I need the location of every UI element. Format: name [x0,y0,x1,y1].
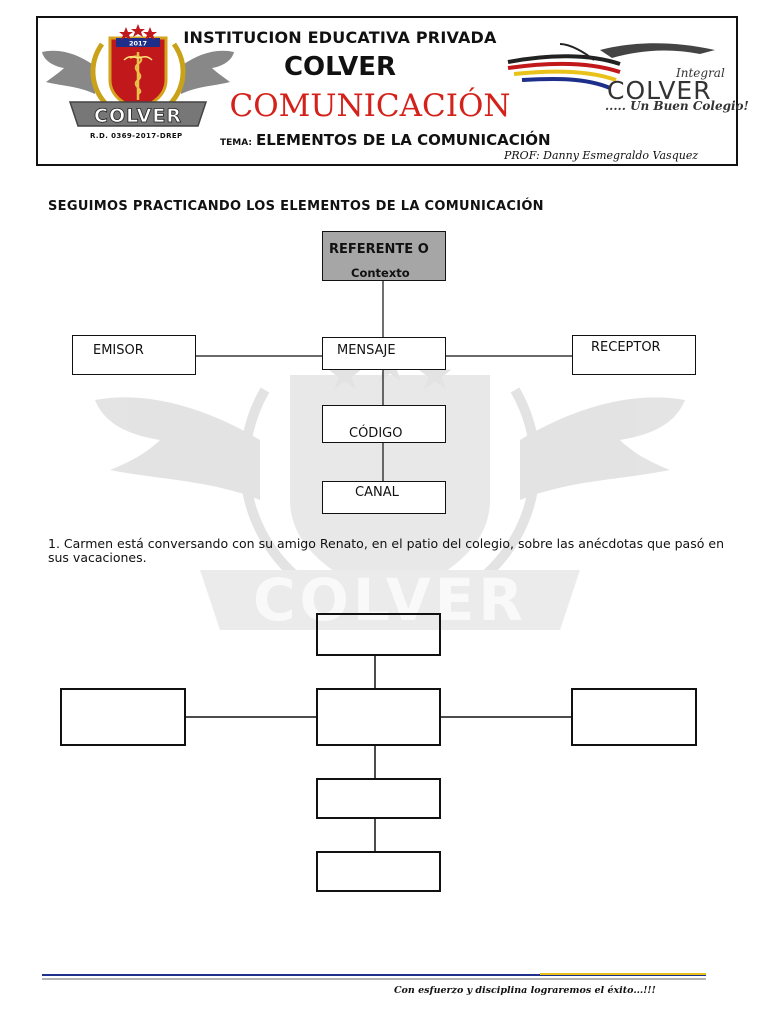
professor-name: PROF: Danny Esmegraldo Vasquez [504,149,699,162]
blank-box-receptor[interactable] [571,688,697,746]
subject-title: COMUNICACIÓN [229,88,511,124]
codigo-box: CÓDIGO [322,405,446,443]
institution-name: INSTITUCION EDUCATIVA PRIVADA [183,28,497,47]
logo-colver-text: COLVER [607,76,712,105]
canal-label: CANAL [355,485,399,500]
codigo-label: CÓDIGO [349,426,403,441]
section-title: SEGUIMOS PRACTICANDO LOS ELEMENTOS DE LA… [48,199,544,214]
emisor-box: EMISOR [72,335,196,375]
blank-box-codigo[interactable] [316,778,441,819]
colver-integral-logo [507,43,715,90]
tema-title: ELEMENTOS DE LA COMUNICACIÓN [256,131,551,149]
logo-slogan: ..... Un Buen Colegio! [605,99,749,113]
emisor-label: EMISOR [93,343,144,358]
canal-box: CANAL [322,481,446,514]
watermark-left-wing [95,397,260,500]
watermark-text: COLVER [253,566,527,634]
tema-label: TEMA: [220,138,252,148]
blank-box-canal[interactable] [316,851,441,892]
header-frame [36,16,738,166]
mensaje-label: MENSAJE [337,343,396,358]
referente-sublabel: Contexto [351,266,410,280]
blank-box-mensaje[interactable] [316,688,441,746]
logo-integral-text: Integral [676,66,725,80]
mensaje-box: MENSAJE [322,337,446,370]
blank-box-emisor[interactable] [60,688,186,746]
crest-year: 2017 [129,40,147,48]
school-name: COLVER [283,52,397,82]
crest-banner-text: COLVER [94,105,182,127]
referente-label: REFERENTE O [329,242,429,257]
referente-box: REFERENTE O Contexto [322,231,446,281]
receptor-label: RECEPTOR [591,340,661,355]
blank-box-referente[interactable] [316,613,441,656]
receptor-box: RECEPTOR [572,335,696,375]
rd-code: R.D. 0369-2017-DREP [90,132,183,140]
watermark-right-wing [520,397,685,500]
footer-motto: Con esfuerzo y disciplina lograremos el … [394,985,656,996]
watermark-banner [200,570,580,630]
school-crest-logo: 2017 COLVER [42,24,234,127]
exercise-question: 1. Carmen está conversando con su amigo … [48,536,724,565]
